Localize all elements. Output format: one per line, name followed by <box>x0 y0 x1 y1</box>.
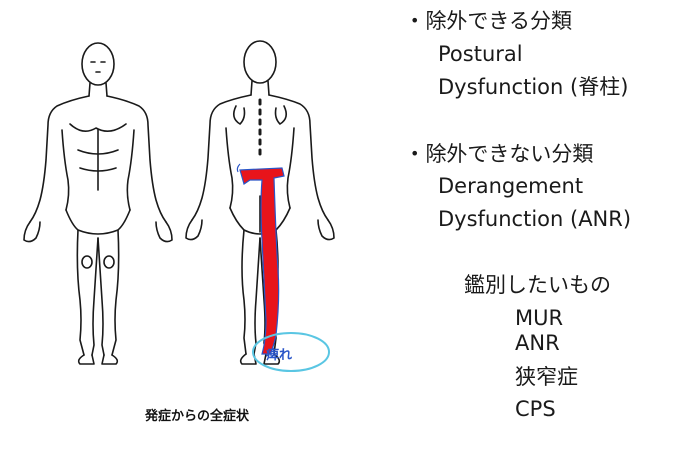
differential-heading: 鑑別したいもの <box>464 273 611 297</box>
non-excludable-item: Derangement <box>438 174 584 198</box>
bullet-icon: • <box>410 11 420 30</box>
non-excludable-heading-row: • 除外できない分類 <box>410 141 593 169</box>
excludable-heading-row: • 除外できる分類 <box>410 8 572 36</box>
excludable-item: Postural <box>438 42 523 66</box>
front-body-outline <box>23 42 173 365</box>
pain-area-marking <box>236 163 285 355</box>
figure-caption: 発症からの全症状 <box>144 409 249 424</box>
bullet-icon: • <box>410 144 420 163</box>
differential-item: MUR <box>515 306 564 330</box>
differential-item: 狭窄症 <box>515 365 578 389</box>
differential-item: CPS <box>515 397 556 421</box>
numbness-label: 痺れ <box>266 348 293 363</box>
body-chart-figure <box>23 40 335 372</box>
differential-item: ANR <box>515 331 560 355</box>
numbness-circle <box>252 332 330 372</box>
non-excludable-heading: 除外できない分類 <box>425 142 594 166</box>
non-excludable-item: Dysfunction (ANR) <box>438 207 632 231</box>
excludable-item: Dysfunction (脊柱) <box>438 75 629 99</box>
excludable-heading: 除外できる分類 <box>425 9 573 33</box>
back-body-outline <box>185 40 335 365</box>
